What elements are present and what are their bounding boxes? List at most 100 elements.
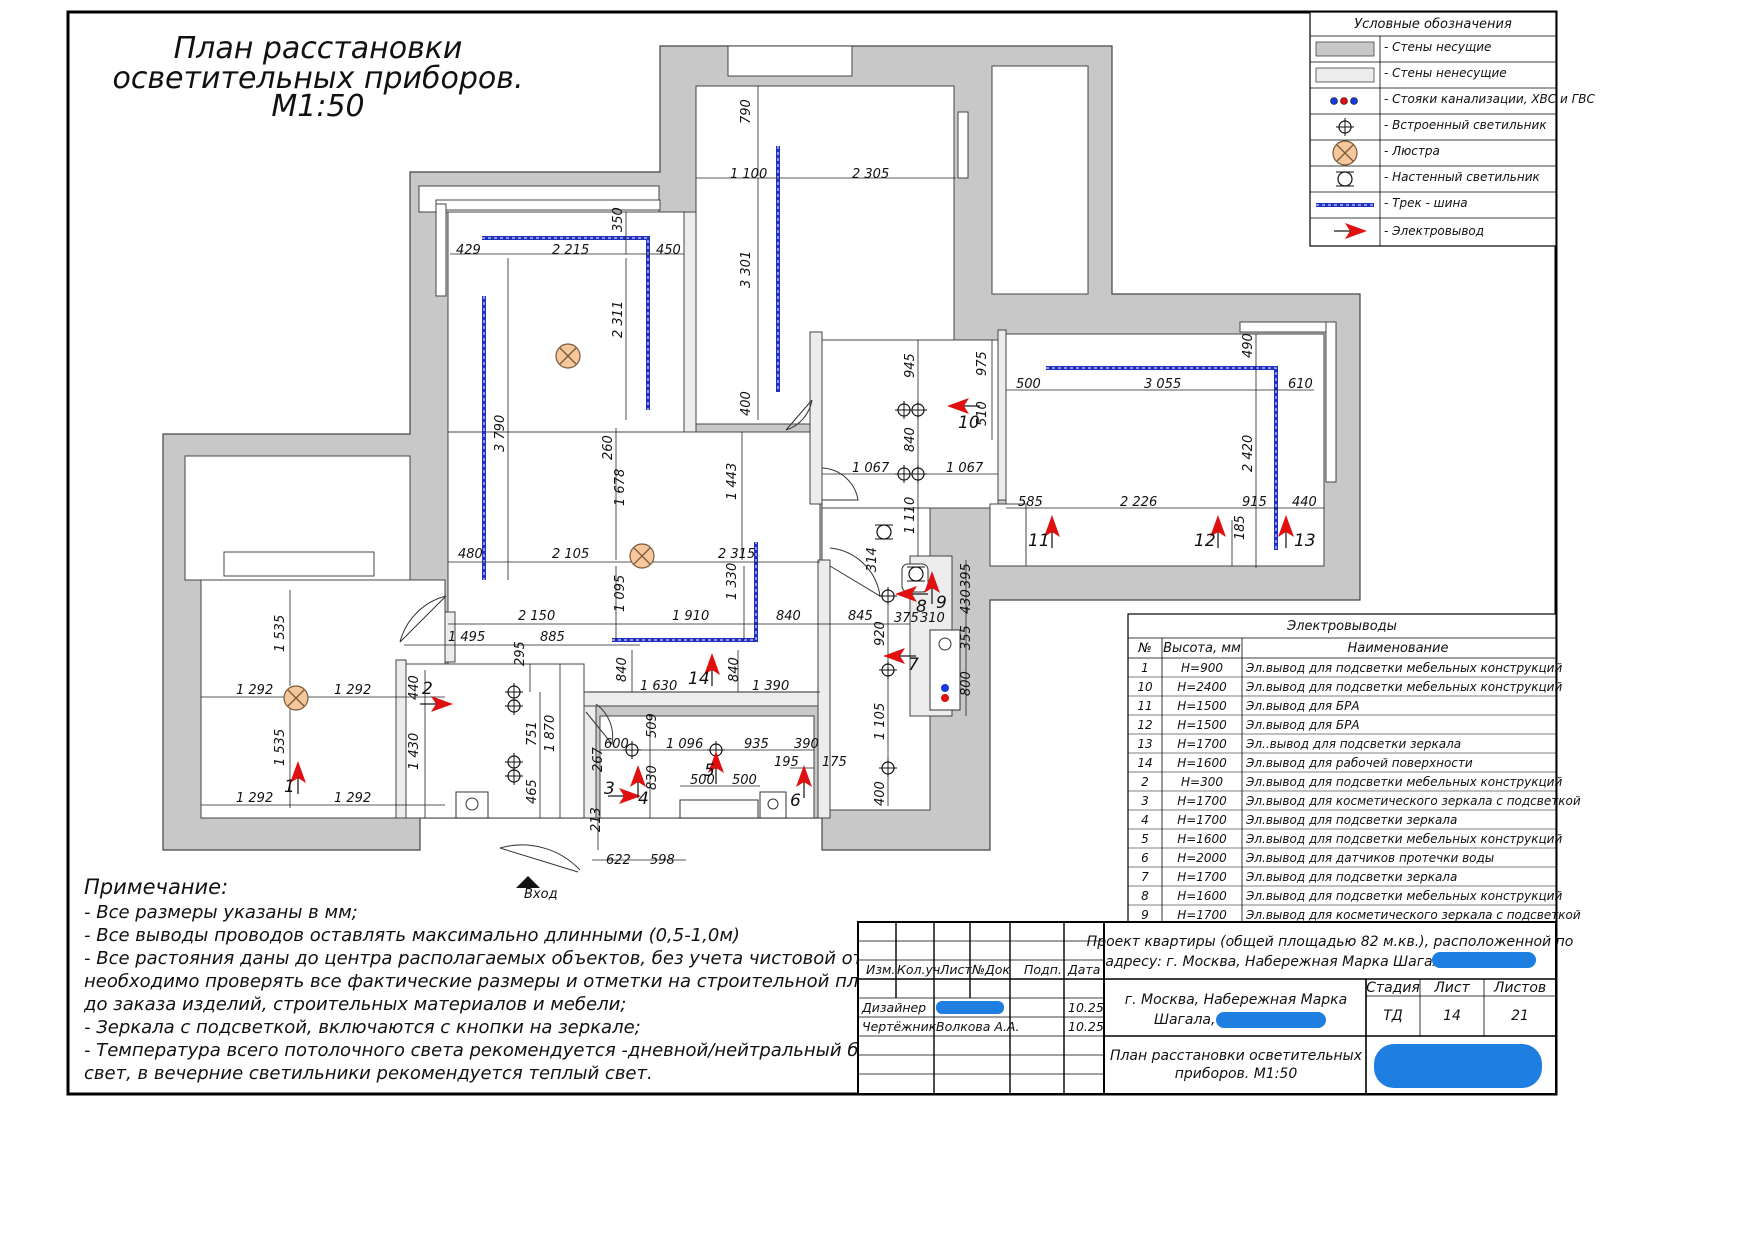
note-line: до заказа изделий, строительных материал… — [83, 994, 626, 1015]
dim: 400 — [873, 781, 888, 806]
risers-icon — [1330, 97, 1338, 105]
window — [223, 551, 375, 577]
outlet-number: 8 — [916, 597, 927, 617]
dim: 355 — [959, 625, 974, 650]
redaction-mark — [1374, 1044, 1542, 1088]
outlets-table-cell: Н=300 — [1181, 775, 1223, 789]
dim: 2 311 — [611, 301, 626, 338]
dim: 1 100 — [730, 167, 767, 182]
tb-sheet-value: 14 — [1443, 1008, 1461, 1024]
dim: 915 — [1242, 495, 1267, 510]
legend-label: - Люстра — [1384, 144, 1440, 158]
dim: 500 — [1016, 377, 1041, 392]
bathtub — [679, 799, 759, 819]
dim: 1 430 — [407, 733, 422, 770]
outlets-table-cell: Н=1700 — [1177, 794, 1227, 808]
dim: 3 790 — [493, 415, 508, 452]
dim: 1 067 — [946, 461, 984, 476]
dim: 2 226 — [1120, 495, 1157, 510]
tb-project-line-2: адресу: г. Москва, Набережная Марка Шага… — [1105, 954, 1454, 970]
door-swing — [399, 595, 447, 643]
tb-drawing-line-1: План расстановки осветительных — [1110, 1048, 1363, 1064]
legend-title: Условные обозначения — [1354, 17, 1512, 32]
dim: 1 390 — [752, 679, 789, 694]
dim: 1 535 — [273, 615, 288, 652]
dim: 1 096 — [666, 737, 703, 752]
outlets-table-cell: Н=2400 — [1177, 680, 1227, 694]
dim: 310 — [920, 611, 945, 626]
entrance-door — [499, 844, 581, 873]
dim: 2 215 — [552, 243, 589, 258]
dim: 400 — [739, 391, 754, 416]
dim: 840 — [727, 657, 742, 682]
outlets-table-cell: Н=1700 — [1177, 908, 1227, 922]
title-line-1: План расстановки — [174, 31, 463, 66]
dim: 920 — [873, 621, 888, 646]
outlets-table-header: Высота, мм — [1163, 641, 1241, 656]
room-bedroom-right — [1005, 333, 1325, 567]
legend-label: - Стены несущие — [1384, 40, 1491, 54]
door-swing — [829, 547, 881, 597]
tb-designer-role: Дизайнер — [861, 1000, 926, 1015]
legend-label: - Встроенный светильник — [1384, 118, 1547, 132]
outlets-table-cell: Эл.вывод для БРА — [1245, 718, 1360, 732]
tb-address-line-1: г. Москва, Набережная Марка — [1125, 992, 1347, 1008]
dim: 1 495 — [448, 630, 485, 645]
tb-drafter-name: Волкова А.А. — [936, 1019, 1019, 1034]
dim: 885 — [540, 630, 565, 645]
outlets: 1 2 3 4 5 6 7 8 9 10 11 12 13 14 — [284, 397, 1316, 811]
partition — [997, 329, 1007, 501]
sink — [938, 637, 952, 651]
note-line: - Все размеры указаны в мм; — [84, 902, 358, 923]
outlets-table: Электровыводы № Высота, мм Наименование … — [1127, 613, 1581, 925]
dim: 1 870 — [543, 715, 558, 752]
outlets-table-cell: Н=1600 — [1177, 756, 1227, 770]
note-line: необходимо проверять все фактические раз… — [84, 971, 932, 992]
dim: 1 678 — [613, 469, 628, 506]
outlet-number: 5 — [704, 761, 715, 781]
partition — [583, 705, 597, 819]
dim: 3 055 — [1144, 377, 1181, 392]
dim: 1 105 — [873, 703, 888, 740]
dim: 975 — [975, 351, 990, 376]
partition — [395, 659, 407, 819]
tb-drafter-date: 10.25 — [1068, 1019, 1104, 1034]
partition — [683, 211, 697, 433]
outlets-table-cell: Эл.вывод для датчиков протечки воды — [1245, 851, 1494, 865]
chandelier-icon — [555, 343, 581, 369]
dim: 945 — [903, 353, 918, 378]
legend-label: - Электровывод — [1384, 224, 1484, 238]
tb-drafter-role: Чертёжник — [862, 1019, 937, 1034]
dim: 1 292 — [236, 791, 273, 806]
dim: 800 — [959, 671, 974, 696]
outlets-table-cell: Эл.вывод для подсветки зеркала — [1245, 870, 1457, 884]
outlets-table-header: Наименование — [1347, 641, 1448, 656]
window — [435, 199, 661, 211]
note-line: свет, в вечерние светильники рекомендует… — [84, 1063, 653, 1084]
outlets-table-cell: Н=1600 — [1177, 832, 1227, 846]
dim: 840 — [615, 657, 630, 682]
sheet-frame — [66, 10, 1558, 1096]
dim: 395 — [959, 563, 974, 588]
redaction-mark — [1432, 952, 1536, 968]
dim: 935 — [744, 737, 769, 752]
outlets-table-cell: Эл.вывод для рабочей поверхности — [1245, 756, 1473, 770]
legend-label: - Настенный светильник — [1384, 170, 1541, 184]
outlets-table-cell: 13 — [1137, 737, 1152, 751]
outlets-table-cell: Эл.вывод для подсветки мебельных констру… — [1245, 889, 1562, 903]
outlets-table-cell: 6 — [1141, 851, 1149, 865]
dim: 1 292 — [334, 791, 371, 806]
dim: 622 — [606, 853, 631, 868]
tb-col-header: Кол.уч — [897, 962, 940, 977]
outlets-table-cell: 11 — [1137, 699, 1152, 713]
outlets-table-cell: Н=900 — [1181, 661, 1223, 675]
outlets-table-cell: Эл.вывод для подсветки мебельных констру… — [1245, 680, 1562, 694]
note-line: - Все выводы проводов оставлять максимал… — [84, 925, 740, 946]
dim: 598 — [650, 853, 675, 868]
dim: 1 067 — [852, 461, 890, 476]
dim: 840 — [903, 427, 918, 452]
dim: 1 910 — [672, 609, 709, 624]
dim: 267 — [591, 746, 606, 772]
dim: 2 150 — [518, 609, 555, 624]
outlets-table-cell: Эл.вывод для косметического зеркала с по… — [1245, 908, 1581, 922]
